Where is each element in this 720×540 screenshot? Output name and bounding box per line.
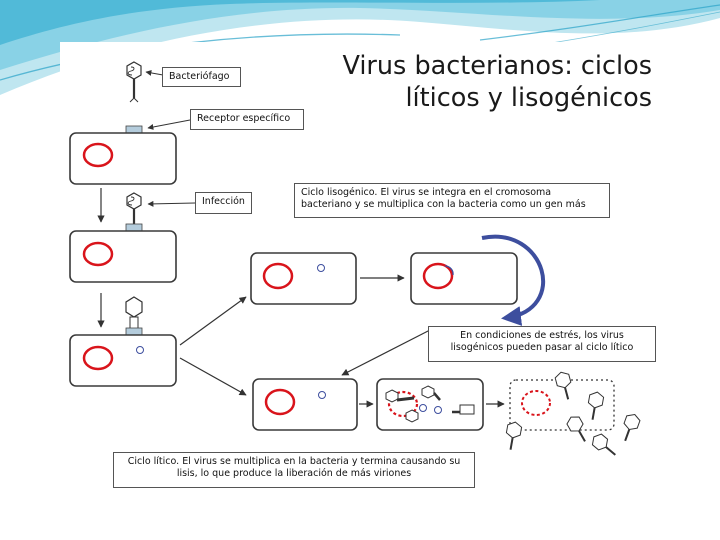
viral-dna <box>318 391 326 399</box>
bacterial-chromosome <box>422 262 454 290</box>
branch-arrow-lysogenic <box>179 296 247 346</box>
bacterium-cell-3 <box>69 296 177 387</box>
lytic-cell-assembly <box>376 378 484 431</box>
lysogenic-cell-1 <box>250 252 357 305</box>
bacterial-chromosome <box>264 388 296 416</box>
released-virion <box>566 416 586 442</box>
label-bacteriophage: Bacteriófago <box>162 67 241 87</box>
lytic-cell-1 <box>252 378 358 431</box>
bacterial-chromosome <box>82 142 114 168</box>
bacterial-chromosome <box>82 345 114 371</box>
label-infection: Infección <box>195 192 252 214</box>
title-line-2: líticos y lisogénicos <box>405 83 652 113</box>
lysogenic-loop-arrow <box>481 234 546 326</box>
receptor-pointer <box>147 119 191 130</box>
label-lytic-cycle: Ciclo lítico. El virus se multiplica en … <box>113 452 475 488</box>
label-stress-conditions: En condiciones de estrés, los virus liso… <box>428 326 656 362</box>
released-virion <box>623 413 641 442</box>
free-bacteriophage <box>126 61 142 103</box>
bacterium-cell-2 <box>69 192 177 283</box>
released-virion <box>587 391 605 420</box>
bacterium-cell-1 <box>69 125 177 185</box>
infection-pointer <box>147 200 196 207</box>
viral-dna <box>136 346 144 354</box>
bacterial-chromosome <box>82 241 114 267</box>
label-lysogenic-cycle: Ciclo lisogénico. El virus se integra en… <box>294 183 610 218</box>
released-virion <box>505 421 523 450</box>
prophage <box>317 264 325 272</box>
title-line-1: Virus bacterianos: ciclos <box>342 51 652 81</box>
stress-arrow <box>341 329 431 376</box>
degraded-chromosome <box>521 390 551 416</box>
branch-arrow-lytic <box>179 357 247 396</box>
released-virion <box>591 433 616 456</box>
degraded-chromosome <box>387 390 419 418</box>
bacterial-chromosome <box>262 262 294 290</box>
label-receptor: Receptor específico <box>190 109 304 130</box>
released-virion <box>554 371 572 400</box>
slide-title: Virus bacterianos: ciclos líticos y liso… <box>300 50 652 114</box>
bacteriophage-pointer <box>145 69 164 76</box>
lysogenic-cell-2 <box>410 252 518 305</box>
